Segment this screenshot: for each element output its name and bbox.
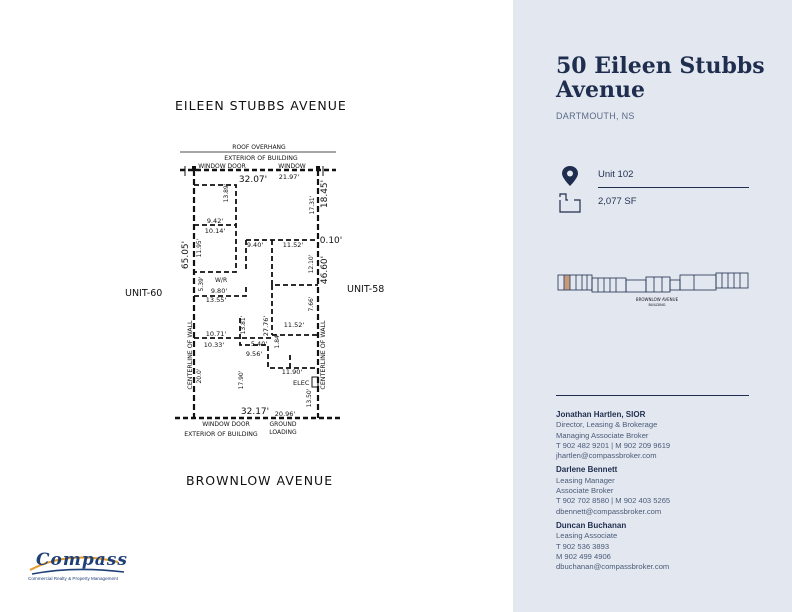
contacts-divider (556, 395, 749, 396)
dim-label: 46.60' (320, 256, 330, 284)
contact-mobile: M 902 499 4906 (556, 551, 611, 561)
compass-logo: Compass Commercial Realty & Property Man… (28, 548, 128, 588)
unit-left-label: UNIT-60 (125, 288, 163, 299)
contacts-list: Jonathan Hartlen, SIOR Director, Leasing… (556, 410, 776, 576)
contact-card: Jonathan Hartlen, SIOR Director, Leasing… (556, 410, 776, 461)
centerline-left-label: CENTERLINE OF WALL (187, 320, 194, 390)
contact-title: Managing Associate Broker (556, 430, 649, 440)
exterior-bottom-label: EXTERIOR OF BUILDING (184, 431, 258, 438)
unit-value: Unit 102 (598, 169, 634, 180)
dim-label: 17.31' (309, 195, 316, 214)
dim-label: 9.56' (246, 350, 262, 358)
dim-label: 10.71' (206, 330, 227, 338)
contact-title: Leasing Associate (556, 531, 618, 541)
window-top-right-label: WINDOW (278, 163, 306, 170)
property-title: 50 Eileen Stubbs Avenue (556, 53, 765, 103)
contact-title: Associate Broker (556, 486, 614, 496)
dim-label: 11.52' (283, 241, 304, 249)
dim-label: 9.42' (207, 217, 223, 225)
street-label-top: EILEEN STUBBS AVENUE (175, 98, 347, 113)
dim-label: 5.39' (198, 276, 205, 291)
logo-tagline: Commercial Realty & Property Management (28, 576, 118, 581)
dim-label: 0.10' (320, 236, 343, 246)
window-door-bottom-label: WINDOW DOOR (202, 421, 250, 428)
area-value: 2,077 SF (598, 196, 637, 207)
interior-walls (194, 184, 318, 369)
unit-highlight (564, 275, 570, 290)
dim-label: 10.33' (204, 341, 225, 349)
contact-phone: T 902 482 9201 | M 902 209 9619 (556, 440, 671, 450)
contact-phone: T 902 536 3893 (556, 541, 610, 551)
logo-wordmark: Compass (36, 550, 128, 570)
site-minimap: BROWNLOW AVENUE BUILDING (557, 272, 749, 307)
contact-email[interactable]: jhartlen@compassbroker.com (556, 451, 657, 461)
exterior-top-label: EXTERIOR OF BUILDING (224, 155, 298, 162)
dim-label: 13.89' (223, 183, 230, 202)
wr-label: W/R (215, 277, 227, 284)
contact-card: Duncan Buchanan Leasing Associate T 902 … (556, 521, 776, 572)
minimap-street-label: BROWNLOW AVENUE (636, 297, 679, 302)
floor-plan-panel: EILEEN STUBBS AVENUE BROWNLOW AVENUE UNI… (28, 98, 385, 588)
contact-name: Darlene Bennett (556, 465, 618, 475)
floor-plan-drawing: ROOF OVERHANG EXTERIOR OF BUILDING WINDO… (175, 144, 343, 438)
dim-label: 11.95' (196, 238, 203, 257)
contact-phone: T 902 702 8580 | M 902 403 5265 (556, 496, 671, 506)
contact-name: Duncan Buchanan (556, 520, 627, 530)
dim-label: 21.97' (279, 173, 300, 181)
compass-swoosh-icon (29, 556, 125, 575)
dim-label: 1.84' (274, 333, 281, 348)
street-label-bottom: BROWNLOW AVENUE (186, 473, 334, 488)
dim-label: 27.76' (262, 316, 270, 337)
window-mark (316, 166, 320, 171)
loading-label: LOADING (269, 429, 297, 436)
floorplan-icon (559, 193, 581, 213)
elec-label: ELEC (293, 379, 310, 387)
contact-title: Director, Leasing & Brokerage (556, 420, 658, 430)
dim-label: 11.52' (284, 321, 305, 329)
contact-email[interactable]: dbuchanan@compassbroker.com (556, 562, 670, 572)
info-panel: 50 Eileen Stubbs Avenue DARTMOUTH, NS Un… (513, 0, 792, 612)
contact-name: Jonathan Hartlen, SIOR (556, 410, 646, 419)
window-mark (192, 166, 196, 171)
unit-divider (598, 187, 749, 188)
dim-label: 9.40' (247, 241, 263, 249)
contact-email[interactable]: dbennett@compassbroker.com (556, 506, 662, 516)
minimap-sublabel: BUILDING (648, 303, 665, 307)
dim-label: 12.10' (308, 254, 315, 273)
dim-label: 7.66' (308, 296, 315, 311)
dim-label: 17.90' (238, 370, 245, 389)
dim-label: 18.45' (320, 180, 330, 208)
roof-overhang-label: ROOF OVERHANG (232, 144, 286, 151)
window-door-top-label: WINDOW DOOR (198, 163, 246, 170)
ground-label: GROUND (269, 421, 296, 428)
dim-label: 10.14' (205, 227, 226, 235)
centerline-right-label: CENTERLINE OF WALL (320, 320, 327, 390)
dim-label: 65.05' (181, 241, 191, 269)
dim-label: 13.50' (306, 388, 313, 407)
contact-title: Leasing Manager (556, 475, 615, 485)
dim-label: 13.55' (206, 296, 227, 304)
dim-label: 5.40' (251, 340, 267, 348)
dim-label: 32.07' (239, 175, 267, 185)
dim-label: 20.0' (196, 368, 203, 383)
contact-card: Darlene Bennett Leasing Manager Associat… (556, 465, 776, 516)
dim-label: 9.80' (211, 287, 227, 295)
dim-label: 32.17' (241, 407, 269, 417)
property-city: DARTMOUTH, NS (556, 111, 635, 121)
dim-label: 13.81' (240, 315, 247, 334)
map-pin-icon (562, 166, 578, 186)
elec-box (311, 376, 319, 388)
dim-label: 20.96' (275, 410, 296, 418)
dim-label: 11.90' (282, 368, 303, 376)
unit-row: Unit 102 (556, 165, 756, 189)
area-row: 2,077 SF (556, 192, 756, 216)
unit-right-label: UNIT-58 (347, 284, 385, 295)
